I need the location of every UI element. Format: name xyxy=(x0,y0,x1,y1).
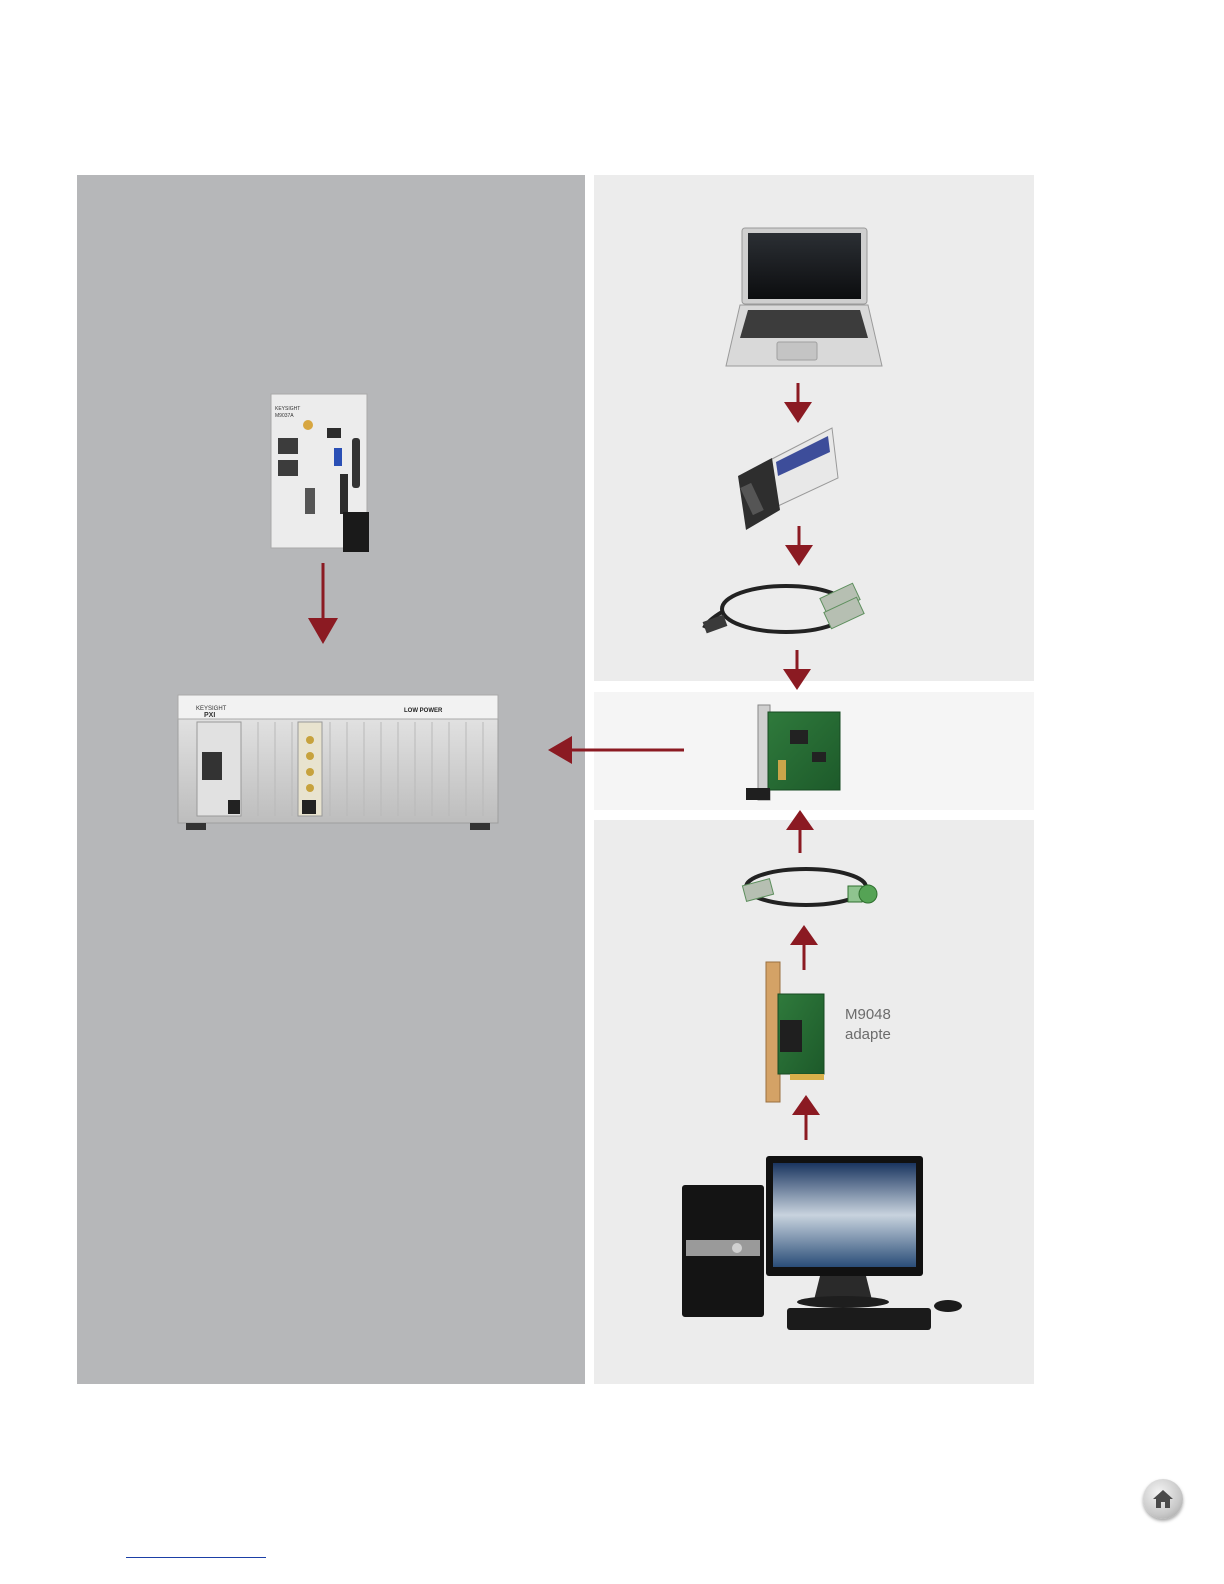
desktop-pc-icon xyxy=(682,1156,962,1330)
adapter-label: M9048 adapte xyxy=(845,1005,965,1045)
controller-brand: KEYSIGHT xyxy=(275,406,300,412)
arrow-up-icon xyxy=(786,810,814,853)
cable-icon xyxy=(703,583,865,633)
home-icon xyxy=(1151,1487,1175,1511)
arrow-down-icon xyxy=(308,563,338,644)
expresscard-icon xyxy=(738,428,838,530)
laptop-icon xyxy=(726,228,882,366)
arrow-up-icon xyxy=(792,1095,820,1140)
embedded-controller-icon: KEYSIGHT M9037A xyxy=(271,394,369,552)
chassis-badge: PXI xyxy=(204,712,215,719)
adapter-label-line1: M9048 xyxy=(845,1005,965,1025)
arrow-down-icon xyxy=(783,650,811,690)
pcie-adapter-icon xyxy=(766,962,824,1102)
pxie-interface-module-icon xyxy=(746,705,840,800)
arrow-down-icon xyxy=(785,526,813,566)
arrow-up-icon xyxy=(790,925,818,970)
controller-model: M9037A xyxy=(275,413,294,419)
hyperlink-underline[interactable] xyxy=(126,1557,266,1558)
pxi-chassis-icon: KEYSIGHT PXI LOW POWER xyxy=(178,695,498,830)
adapter-label-line2: adapte xyxy=(845,1025,965,1045)
chassis-power-label: LOW POWER xyxy=(404,708,443,714)
home-button[interactable] xyxy=(1143,1479,1183,1519)
arrow-left-icon xyxy=(548,736,684,764)
cable-icon xyxy=(742,869,877,905)
arrow-down-icon xyxy=(784,383,812,423)
